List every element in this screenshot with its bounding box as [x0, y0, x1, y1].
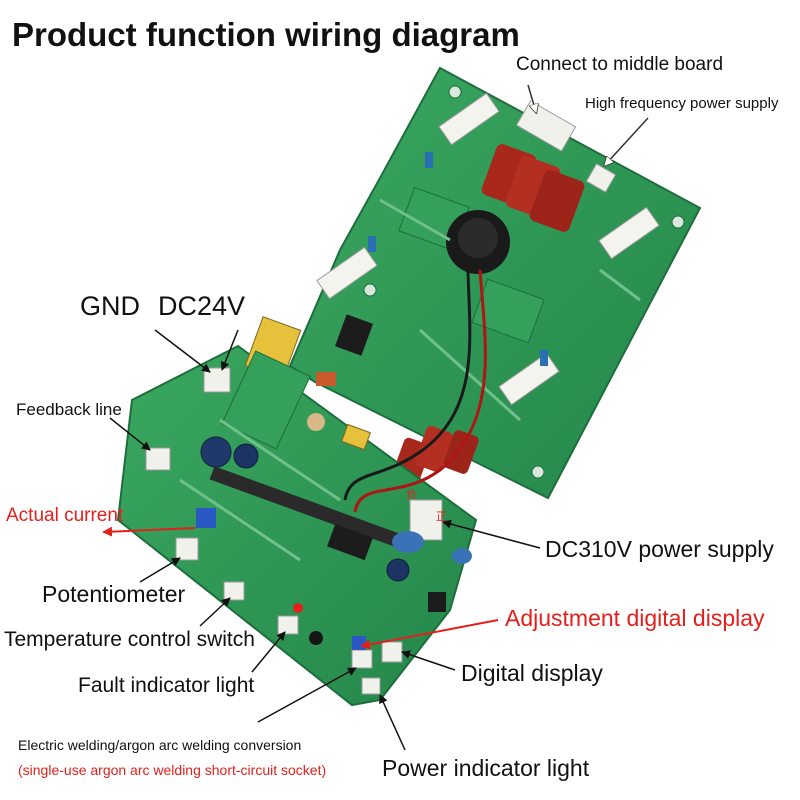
label-welding-conversion: Electric welding/argon arc welding conve… — [18, 737, 302, 753]
label-dc310v: DC310V power supply — [545, 536, 774, 562]
neg-mark: 负 — [406, 487, 417, 501]
label-adjust-display: Adjustment digital display — [505, 605, 765, 631]
label-feedback-line: Feedback line — [16, 400, 122, 419]
label-dc24v: DC24V — [158, 291, 246, 321]
label-temperature-switch: Temperature control switch — [4, 628, 255, 651]
page-title: Product function wiring diagram — [12, 16, 520, 53]
label-high-frequency: High frequency power supply — [585, 95, 779, 112]
label-gnd: GND — [80, 291, 140, 321]
label-actual-current: Actual current — [6, 505, 124, 526]
label-connect-middle-board: Connect to middle board — [516, 54, 724, 75]
control-board — [116, 316, 478, 707]
pos-mark: 正 — [436, 510, 447, 523]
label-fault-light: Fault indicator light — [78, 674, 255, 697]
label-digital-display: Digital display — [461, 660, 603, 686]
callout-lines — [102, 84, 650, 751]
label-potentiometer: Potentiometer — [42, 581, 186, 607]
label-conversion-note: (single-use argon arc welding short-circ… — [18, 762, 327, 778]
label-power-light: Power indicator light — [382, 755, 590, 781]
